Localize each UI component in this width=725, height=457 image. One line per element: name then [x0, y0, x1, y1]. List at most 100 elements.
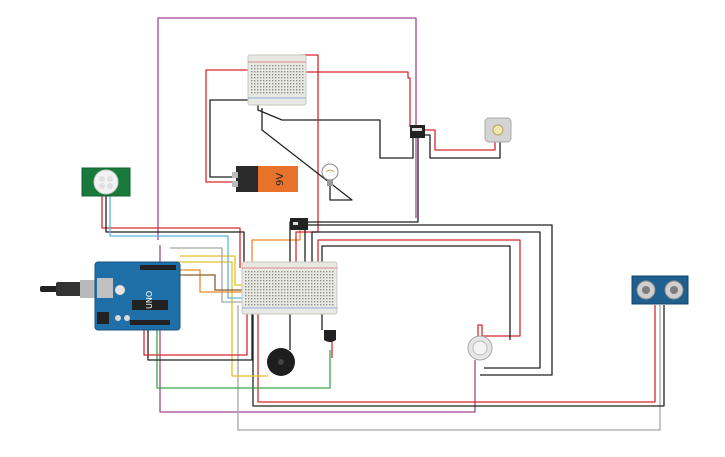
breadboard-hole [263, 77, 265, 79]
breadboard-hole [278, 89, 280, 91]
breadboard-hole [299, 286, 301, 288]
breadboard-hole [278, 298, 280, 300]
breadboard-hole [284, 271, 286, 273]
breadboard-hole [281, 68, 283, 70]
breadboard-hole [263, 298, 265, 300]
breadboard-hole [296, 71, 298, 73]
wire-top-red [300, 71, 411, 127]
breadboard-hole [296, 274, 298, 276]
wire-brown [165, 274, 250, 291]
breadboard-hole [308, 292, 310, 294]
breadboard-hole [308, 271, 310, 273]
breadboard-hole [326, 292, 328, 294]
breadboard-hole [281, 280, 283, 282]
breadboard-hole [314, 292, 316, 294]
breadboard-hole [287, 71, 289, 73]
breadboard-hole [275, 283, 277, 285]
breadboard-hole [266, 274, 268, 276]
breadboard-hole [302, 298, 304, 300]
breadboard-hole [257, 271, 259, 273]
breadboard-hole [272, 295, 274, 297]
breadboard-hole [308, 277, 310, 279]
breadboard-hole [302, 74, 304, 76]
breadboard-hole [245, 274, 247, 276]
breadboard-hole [299, 292, 301, 294]
breadboard-hole [254, 301, 256, 303]
breadboard-hole [269, 89, 271, 91]
breadboard-hole [326, 301, 328, 303]
breadboard-hole [287, 68, 289, 70]
breadboard-hole [269, 283, 271, 285]
breadboard-hole [275, 274, 277, 276]
breadboard-hole [287, 289, 289, 291]
transistor-lower [324, 330, 336, 342]
breadboard-hole [284, 289, 286, 291]
breadboard-hole [254, 71, 256, 73]
breadboard-hole [248, 301, 250, 303]
breadboard-hole [248, 298, 250, 300]
breadboard-hole [245, 295, 247, 297]
breadboard-hole [263, 277, 265, 279]
breadboard-hole [254, 80, 256, 82]
breadboard-hole [266, 286, 268, 288]
breadboard-hole [281, 74, 283, 76]
breadboard-hole [302, 304, 304, 306]
breadboard-hole [254, 86, 256, 88]
breadboard-hole [323, 304, 325, 306]
breadboard-hole [299, 77, 301, 79]
dc-motor-icon [484, 117, 512, 143]
breadboard-hole [308, 289, 310, 291]
breadboard-hole [332, 289, 334, 291]
breadboard-hole [290, 292, 292, 294]
breadboard-hole [263, 68, 265, 70]
breadboard-hole [275, 286, 277, 288]
breadboard-hole [278, 274, 280, 276]
breadboard-hole [293, 92, 295, 94]
breadboard-hole [302, 280, 304, 282]
breadboard-hole [263, 283, 265, 285]
breadboard-hole [275, 71, 277, 73]
breadboard-hole [299, 304, 301, 306]
breadboard-hole [272, 77, 274, 79]
breadboard-hole [263, 292, 265, 294]
breadboard-hole [308, 295, 310, 297]
breadboard-hole [266, 80, 268, 82]
breadboard-hole [290, 74, 292, 76]
breadboard-hole [248, 304, 250, 306]
breadboard-hole [293, 280, 295, 282]
breadboard-hole [260, 77, 262, 79]
breadboard-hole [254, 274, 256, 276]
breadboard-hole [302, 286, 304, 288]
breadboard-hole [305, 274, 307, 276]
wire-grey [237, 305, 661, 431]
breadboard-hole [314, 277, 316, 279]
breadboard-hole [293, 292, 295, 294]
breadboard-hole [275, 280, 277, 282]
breadboard-hole [308, 274, 310, 276]
breadboard-hole [245, 271, 247, 273]
breadboard-hole [314, 274, 316, 276]
breadboard-top [247, 54, 307, 106]
breadboard-hole [278, 65, 280, 67]
breadboard-hole [263, 86, 265, 88]
breadboard-hole [311, 295, 313, 297]
breadboard-hole [287, 304, 289, 306]
breadboard-hole [287, 280, 289, 282]
breadboard-hole [266, 292, 268, 294]
breadboard-hole [320, 280, 322, 282]
breadboard-hole [287, 271, 289, 273]
breadboard-hole [293, 304, 295, 306]
breadboard-hole [257, 295, 259, 297]
relay-module [410, 125, 425, 138]
breadboard-hole [317, 280, 319, 282]
breadboard-hole [263, 304, 265, 306]
breadboard-hole [260, 274, 262, 276]
breadboard-hole [299, 274, 301, 276]
breadboard-hole [260, 301, 262, 303]
breadboard-hole [281, 286, 283, 288]
breadboard-hole [287, 277, 289, 279]
breadboard-hole [293, 71, 295, 73]
breadboard-hole [299, 71, 301, 73]
breadboard-hole [302, 92, 304, 94]
breadboard-hole [290, 77, 292, 79]
